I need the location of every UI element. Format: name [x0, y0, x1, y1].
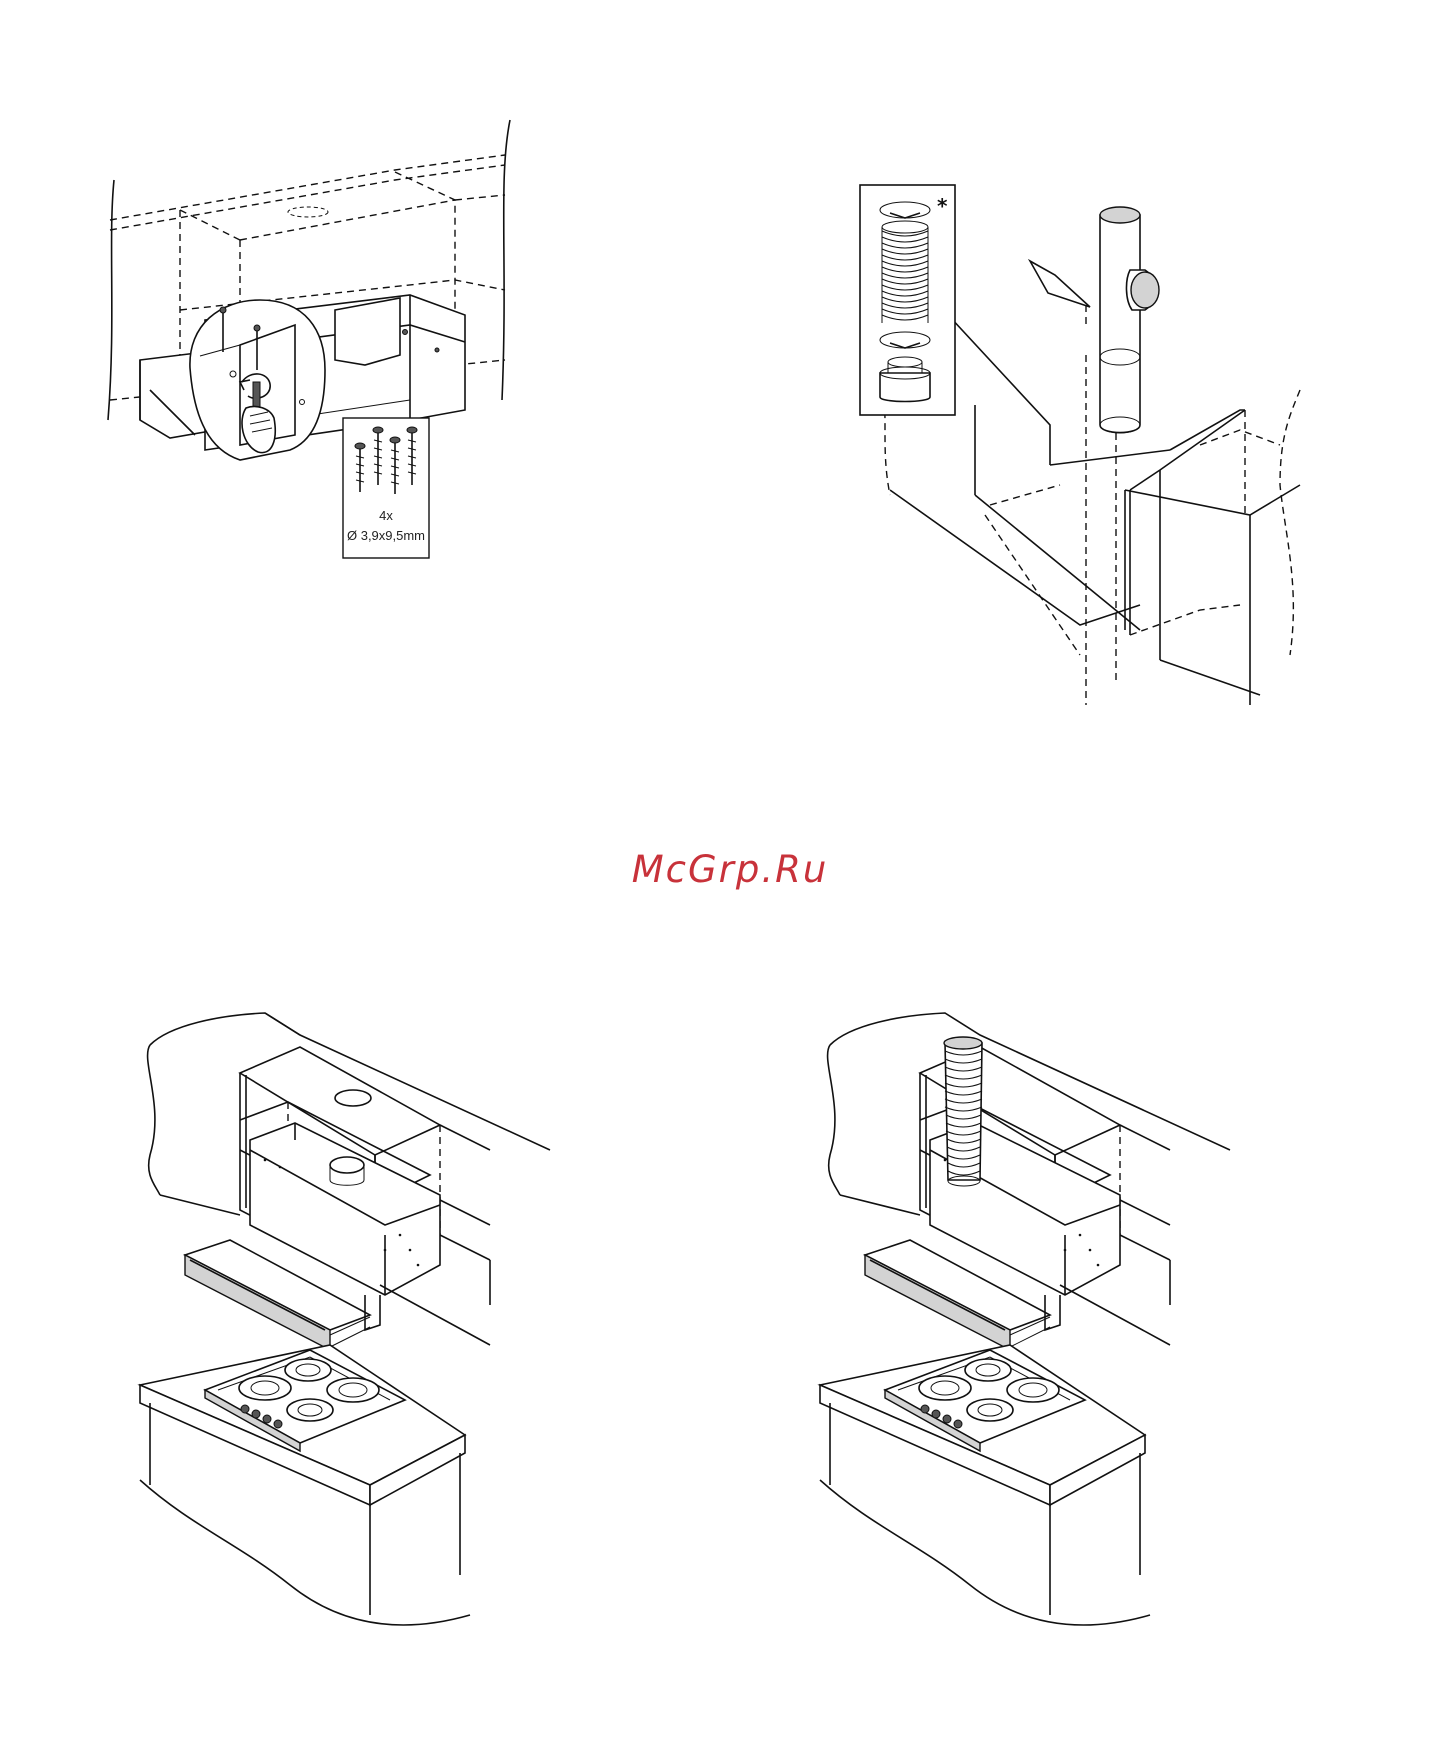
duct-installation-drawing: *	[860, 185, 1320, 745]
duct-callout: *	[860, 185, 955, 415]
hood-mounting-drawing: 4x Ø 3,9x9,5mm	[110, 120, 570, 640]
screw-callout: 4x Ø 3,9x9,5mm	[343, 418, 429, 558]
figure-hood-screw-mounting: 4x Ø 3,9x9,5mm	[110, 120, 570, 640]
figure-duct-installation: *	[860, 185, 1320, 745]
watermark-text: McGrp.Ru	[600, 848, 860, 898]
figure-installed-hood-no-duct	[140, 1005, 590, 1705]
flexible-duct-icon	[944, 1037, 982, 1186]
duct-note-mark: *	[937, 194, 948, 218]
installed-hood-drawing	[140, 1005, 590, 1705]
figure-installed-hood-with-duct	[820, 1005, 1270, 1705]
screw-quantity-label: 4x	[379, 508, 393, 523]
screw-size-label: Ø 3,9x9,5mm	[347, 528, 425, 543]
installed-hood-duct-drawing	[820, 1005, 1270, 1705]
